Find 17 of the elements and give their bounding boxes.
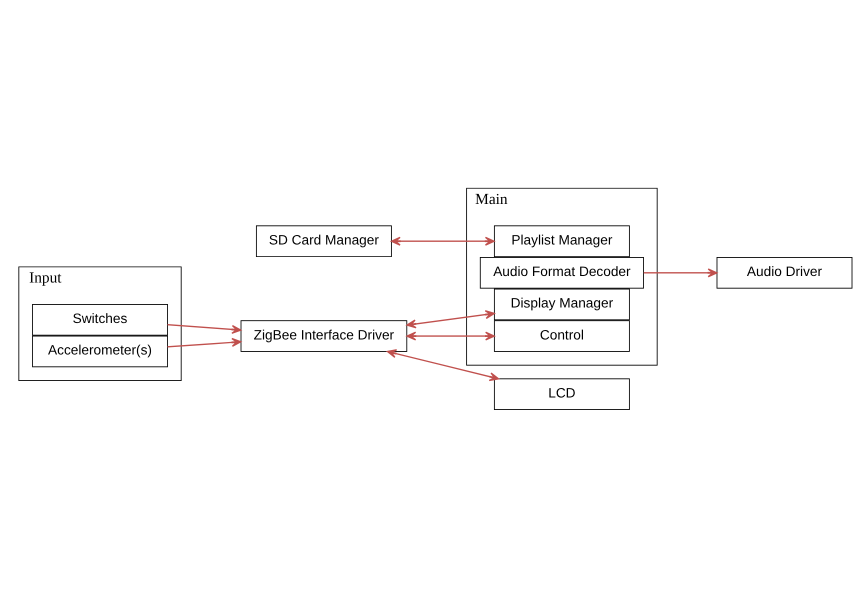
arrow bbox=[167, 337, 242, 348]
node-box: SD Card Manager bbox=[256, 224, 392, 257]
arrow bbox=[644, 268, 718, 277]
node-box: ZigBee Interface Driver bbox=[240, 320, 408, 352]
node-box: Display Manager bbox=[494, 288, 630, 320]
node-box: Switches bbox=[32, 304, 168, 336]
node-box: Control bbox=[494, 320, 630, 352]
arrow bbox=[390, 236, 495, 246]
arrow bbox=[167, 324, 242, 334]
node-box: LCD bbox=[494, 378, 630, 410]
node-box: Playlist Manager bbox=[494, 224, 630, 257]
arrow bbox=[406, 331, 495, 340]
arrow bbox=[406, 310, 495, 328]
node-box: Audio Format Decoder bbox=[480, 256, 644, 288]
node-box: Accelerometer(s) bbox=[32, 335, 168, 367]
node-box: Audio Driver bbox=[716, 256, 852, 288]
arrow bbox=[386, 348, 500, 381]
